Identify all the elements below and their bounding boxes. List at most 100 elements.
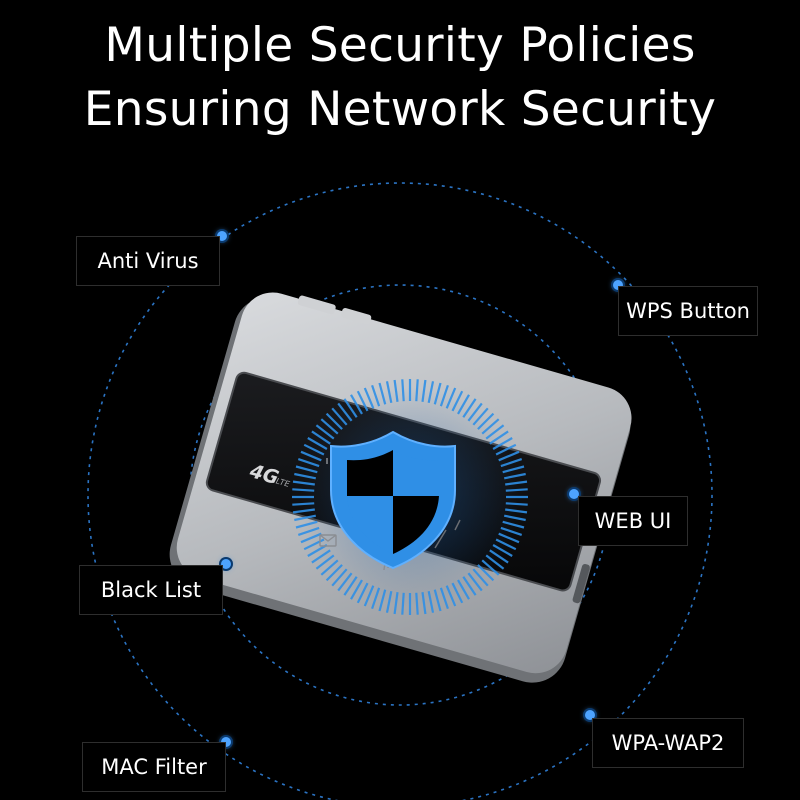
tick-mark [451, 582, 464, 604]
tick-mark [295, 520, 318, 529]
tick-mark [343, 398, 358, 418]
tick-mark [415, 379, 419, 402]
tick-mark [489, 549, 509, 564]
tick-mark [477, 412, 495, 430]
tick-mark [503, 514, 526, 522]
tick-mark [325, 412, 343, 430]
tick-mark [457, 579, 470, 600]
feature-label-text: MAC Filter [101, 755, 207, 779]
tick-mark [292, 488, 315, 492]
feature-label-anti-virus: Anti Virus [76, 236, 220, 286]
feature-label-wpa-wap2: WPA-WAP2 [592, 718, 744, 768]
feature-label-text: Black List [100, 578, 202, 602]
tick-mark [467, 402, 483, 422]
tick-mark [505, 480, 528, 486]
tick-mark [505, 508, 528, 514]
tick-mark [292, 480, 315, 486]
tick-mark [292, 508, 315, 514]
tick-mark [356, 582, 369, 604]
tick-mark [337, 402, 353, 422]
tick-mark [303, 443, 325, 456]
shield-icon [330, 430, 456, 570]
tick-mark [477, 564, 495, 582]
tick-mark [320, 418, 339, 435]
tick-mark [295, 465, 318, 474]
tick-mark [292, 502, 315, 506]
tick-mark [502, 465, 525, 474]
web-ui-dot [569, 489, 579, 499]
black-list-dot [221, 559, 231, 569]
tick-mark [439, 587, 449, 610]
wpa-wap2-dot [585, 710, 595, 720]
tick-mark [315, 424, 335, 440]
tick-mark [350, 394, 363, 415]
tick-mark [427, 381, 435, 404]
tick-mark [492, 437, 513, 450]
tick-mark [472, 407, 489, 426]
feature-label-text: WEB UI [594, 509, 672, 533]
tick-mark [297, 458, 320, 468]
tick-mark [315, 554, 335, 570]
tick-mark [481, 559, 500, 576]
tick-mark [350, 579, 363, 600]
tick-mark [502, 520, 525, 529]
tick-mark [401, 379, 405, 402]
tick-mark [433, 382, 442, 405]
tick-mark [445, 585, 457, 607]
tick-mark [421, 379, 427, 402]
feature-label-black-list: Black List [79, 565, 223, 615]
wps-button-dot [613, 280, 623, 290]
tick-mark [331, 568, 348, 587]
feature-label-web-ui: WEB UI [578, 496, 688, 546]
tick-mark [439, 384, 449, 407]
tick-mark [401, 592, 405, 615]
tick-mark [451, 390, 464, 412]
tick-mark [343, 576, 358, 596]
tick-mark [433, 589, 442, 612]
tick-mark [498, 450, 520, 462]
anti-virus-dot [217, 231, 227, 241]
tick-mark [472, 568, 489, 587]
tick-mark [294, 514, 317, 522]
headline-line-2: Ensuring Network Security [83, 82, 717, 137]
feature-label-text: Anti Virus [97, 249, 199, 273]
tick-mark [307, 544, 328, 557]
headline-line-1: Multiple Security Policies [104, 18, 696, 73]
tick-mark [505, 502, 528, 506]
tick-mark [378, 382, 387, 405]
tick-mark [457, 394, 470, 415]
tick-mark [421, 592, 427, 615]
tick-mark [505, 488, 528, 492]
tick-mark [378, 589, 387, 612]
tick-mark [331, 407, 348, 426]
tick-mark [385, 590, 393, 613]
tick-mark [356, 390, 369, 412]
tick-mark [371, 587, 381, 610]
feature-label-text: WPA-WAP2 [611, 731, 725, 755]
tick-mark [307, 437, 328, 450]
tick-mark [393, 379, 399, 402]
tick-mark [415, 592, 419, 615]
tick-mark [467, 572, 483, 592]
tick-mark [485, 554, 505, 570]
tick-mark [311, 430, 331, 445]
radial-tick-ring [292, 379, 528, 615]
tick-mark [500, 458, 523, 468]
tick-mark [492, 544, 513, 557]
tick-mark [503, 472, 526, 480]
headline: Multiple Security Policies Ensuring Netw… [0, 14, 800, 142]
tick-mark [462, 398, 477, 418]
tick-mark [485, 424, 505, 440]
tick-mark [337, 572, 353, 592]
feature-label-wps-button: WPS Button [618, 286, 758, 336]
outer-orbit [87, 182, 713, 800]
feature-label-text: WPS Button [626, 299, 750, 323]
tick-mark [294, 472, 317, 480]
tick-mark [498, 532, 520, 544]
tick-mark [445, 387, 457, 409]
tick-mark [300, 532, 322, 544]
tick-mark [385, 381, 393, 404]
tick-mark [462, 576, 477, 596]
